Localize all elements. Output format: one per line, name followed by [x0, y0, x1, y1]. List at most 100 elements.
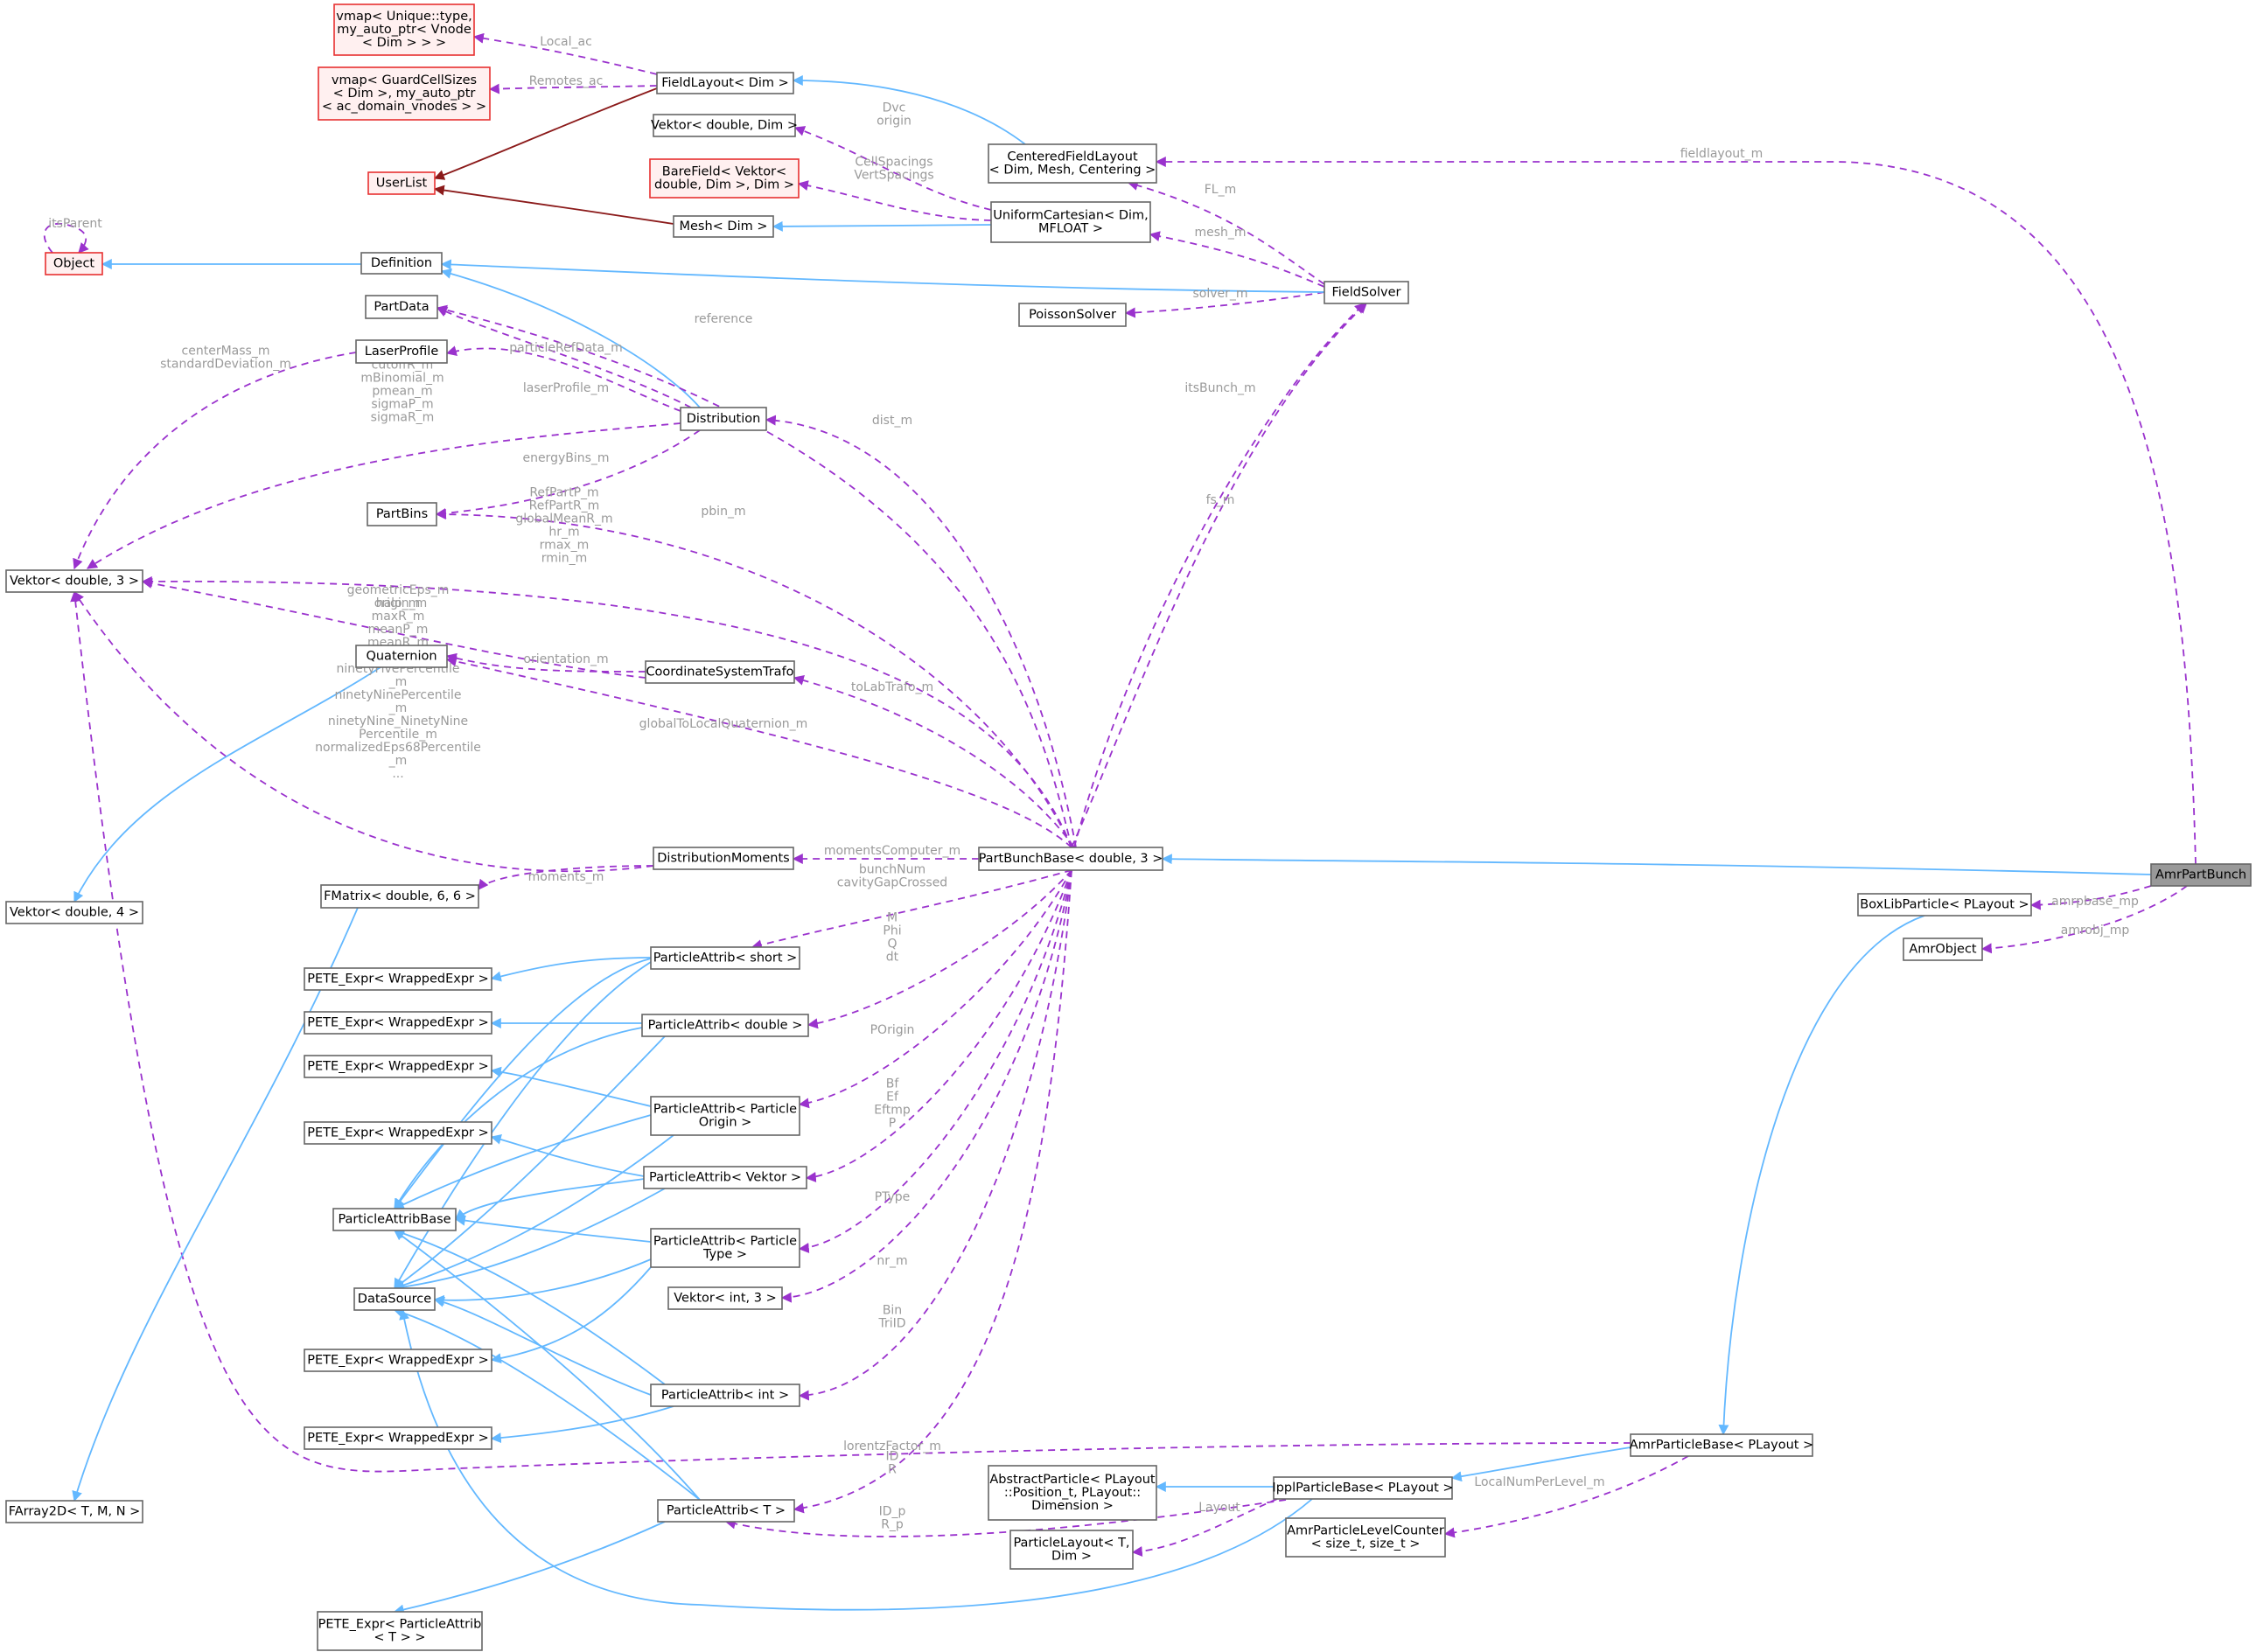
usage-edge [436, 307, 692, 408]
node-centeredfieldlayout[interactable]: CenteredFieldLayout< Dim, Mesh, Centerin… [988, 143, 1157, 184]
node-fieldlayout[interactable]: FieldLayout< Dim > [656, 72, 794, 94]
node-boxlibparticle[interactable]: BoxLibParticle< PLayout > [1857, 893, 2032, 917]
node-vektor-double-3[interactable]: Vektor< double, 3 > [5, 569, 143, 593]
node-box [45, 252, 103, 275]
node-label: Vektor< double, 3 > [10, 575, 139, 589]
node-datasource[interactable]: DataSource [353, 1287, 436, 1311]
node-pete6[interactable]: PETE_Expr< WrappedExpr > [304, 1426, 492, 1450]
node-amrobject[interactable]: AmrObject [1903, 938, 1983, 961]
edge-label-amrpbase-mp: amrpbase_mp [2051, 895, 2139, 909]
inheritance-edge [490, 1066, 652, 1107]
node-label: Distribution [687, 412, 761, 426]
node-pa-short[interactable]: ParticleAttrib< short > [650, 946, 800, 970]
node-label: PETE_Expr< ParticleAttrib< T > > [318, 1618, 482, 1645]
node-pete1[interactable]: PETE_Expr< WrappedExpr > [304, 967, 492, 991]
node-label: PartBunchBase< double, 3 > [979, 852, 1163, 866]
node-label: Vektor< double, Dim > [651, 119, 798, 133]
node-ipplparticlebase[interactable]: IpplParticleBase< PLayout > [1272, 1476, 1454, 1500]
node-pa-int[interactable]: ParticleAttrib< int > [650, 1384, 800, 1407]
node-fmatrix[interactable]: FMatrix< double, 6, 6 > [320, 884, 479, 909]
node-abstractparticle[interactable]: AbstractParticle< PLayout::Position_t, P… [988, 1465, 1157, 1521]
edge-label-nr-m: nr_m [877, 1254, 907, 1268]
node-label: AmrPartBunch [2155, 868, 2246, 882]
node-partbins[interactable]: PartBins [367, 502, 437, 526]
inheritance-edge [454, 1215, 652, 1243]
node-partdata[interactable]: PartData [365, 295, 438, 319]
usage-edge [807, 869, 1072, 1029]
usage-edge [724, 1499, 1287, 1537]
edge-label-moments-m: moments_m [528, 870, 604, 884]
node-vmap-vnode[interactable]: vmap< Unique::type,my_auto_ptr< Vnode< D… [333, 3, 475, 56]
node-box [653, 847, 794, 870]
node-pete5[interactable]: PETE_Expr< WrappedExpr > [304, 1349, 492, 1372]
node-amrparticlelevelcounter[interactable]: AmrParticleLevelCounter< size_t, size_t … [1285, 1517, 1446, 1558]
usage-edge [445, 345, 681, 412]
node-box [990, 201, 1151, 243]
node-barefield[interactable]: BareField< Vektor<double, Dim >, Dim > [649, 158, 800, 199]
node-fieldsolver[interactable]: FieldSolver [1324, 281, 1409, 304]
node-pa-vektor[interactable]: ParticleAttrib< Vektor > [643, 1166, 807, 1189]
usage-edge [1131, 1498, 1278, 1557]
inheritance-edge [393, 1307, 701, 1501]
node-distributionmoments[interactable]: DistributionMoments [653, 847, 794, 870]
node-box [650, 1384, 800, 1407]
node-laserprofile[interactable]: LaserProfile [355, 339, 448, 364]
node-vektor-int-3[interactable]: Vektor< int, 3 > [667, 1286, 783, 1310]
node-particlelayout[interactable]: ParticleLayout< T,Dim > [1009, 1530, 1134, 1570]
node-pete-particleattrib[interactable]: PETE_Expr< ParticleAttrib< T > > [317, 1611, 483, 1651]
node-label: ParticleAttribBase [338, 1213, 451, 1227]
usage-edge [73, 352, 357, 570]
node-definition[interactable]: Definition [360, 252, 443, 275]
node-box [657, 1499, 795, 1523]
node-vmap-guard[interactable]: vmap< GuardCellSizes< Dim >, my_auto_ptr… [318, 66, 491, 121]
inheritance-edge [393, 1188, 666, 1293]
node-userlist[interactable]: UserList [367, 171, 436, 195]
node-box [649, 158, 800, 199]
node-particleattribbase[interactable]: ParticleAttribBase [332, 1208, 457, 1231]
inheritance-edge [792, 75, 1026, 145]
node-quaternion[interactable]: Quaternion [355, 645, 448, 668]
node-box [5, 901, 143, 924]
node-label: PartBins [376, 507, 428, 521]
inheritance-edge [455, 1178, 645, 1220]
node-label: PETE_Expr< WrappedExpr > [307, 1016, 489, 1030]
node-vektor-double-dim[interactable]: Vektor< double, Dim > [651, 114, 798, 137]
node-pete3[interactable]: PETE_Expr< WrappedExpr > [304, 1055, 492, 1078]
node-label: PETE_Expr< WrappedExpr > [307, 1354, 489, 1368]
node-label: BoxLibParticle< PLayout > [1860, 898, 2029, 912]
node-mesh[interactable]: Mesh< Dim > [673, 215, 774, 238]
node-coordinatesystemtrafo[interactable]: CoordinateSystemTrafo [645, 660, 795, 684]
node-amrparticlebase[interactable]: AmrParticleBase< PLayout > [1630, 1433, 1813, 1457]
node-box [304, 1349, 492, 1372]
node-farray2d[interactable]: FArray2D< T, M, N > [5, 1500, 143, 1523]
edge-label-momentscomputer-m: momentsComputer_m [824, 844, 960, 858]
node-pa-double[interactable]: ParticleAttrib< double > [641, 1014, 809, 1037]
inheritance-edge [393, 1114, 652, 1209]
node-object[interactable]: Object [45, 252, 103, 275]
node-box [2150, 863, 2252, 887]
node-uniformcartesian[interactable]: UniformCartesian< Dim,MFLOAT > [990, 201, 1151, 243]
node-pete2[interactable]: PETE_Expr< WrappedExpr > [304, 1011, 492, 1035]
node-label: AmrParticleBase< PLayout > [1630, 1439, 1813, 1453]
node-vektor-double-4[interactable]: Vektor< double, 4 > [5, 901, 143, 924]
usage-edge [798, 869, 1072, 1253]
node-box [1857, 893, 2032, 917]
node-partbunchbase[interactable]: PartBunchBase< double, 3 > [978, 847, 1163, 871]
node-pa-t[interactable]: ParticleAttrib< T > [657, 1499, 795, 1523]
node-amrpartbunch[interactable]: AmrPartBunch [2150, 863, 2252, 887]
edge-label-laserprofile-m: laserProfile_m [523, 381, 609, 395]
inheritance-edge [73, 666, 381, 903]
node-label: FieldSolver [1331, 286, 1400, 300]
usage-edge [141, 578, 646, 679]
node-label: PoissonSolver [1029, 308, 1116, 322]
node-poissonsolver[interactable]: PoissonSolver [1018, 303, 1127, 327]
inheritance-edge [490, 1266, 652, 1364]
node-distribution[interactable]: Distribution [680, 407, 767, 431]
node-pete4[interactable]: PETE_Expr< WrappedExpr > [304, 1121, 492, 1145]
